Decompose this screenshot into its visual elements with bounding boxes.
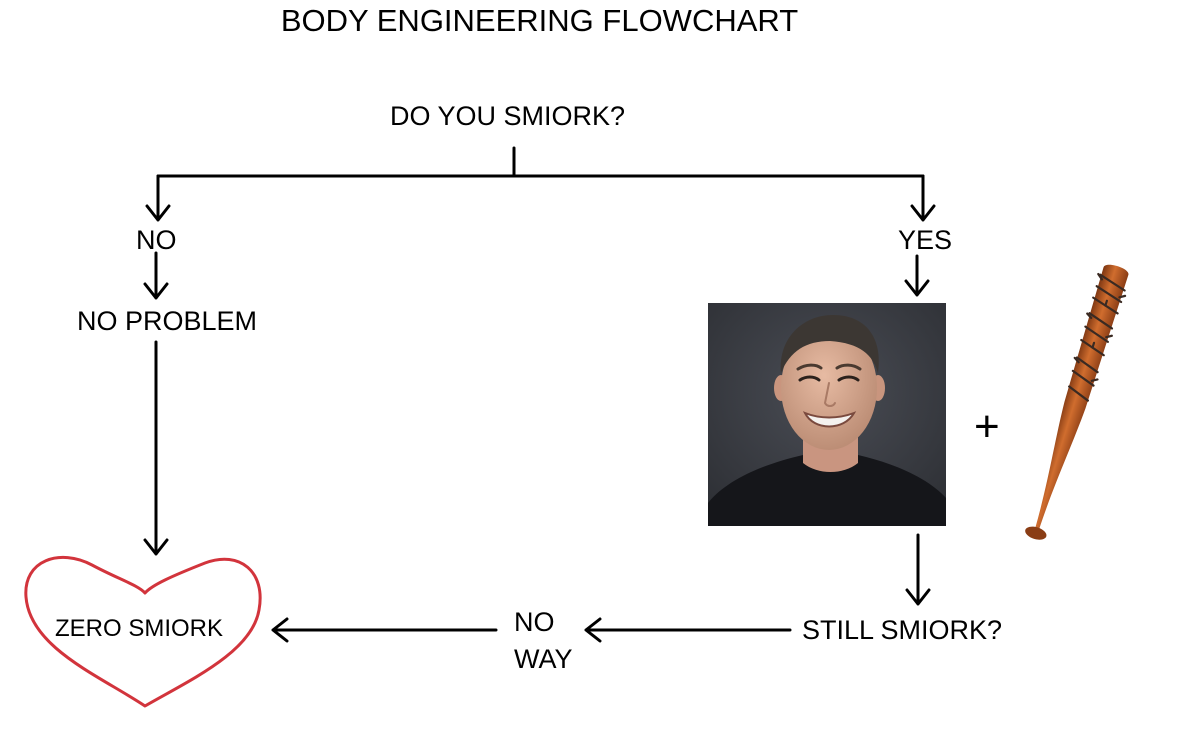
arrow-noway-to-heart [271,617,498,643]
right-eyebrow [835,363,862,371]
left-eyebrow [796,363,823,371]
left-eye [798,375,821,382]
node-no-problem: NO PROBLEM [77,306,258,336]
bat-barrel [1035,264,1129,530]
diagram-title: BODY ENGINEERING FLOWCHART [280,3,799,38]
plus-sign: + [974,402,1000,451]
hair [780,315,879,373]
barbed-wire-3 [1068,356,1099,402]
smile [802,411,857,428]
node-still-smiork: STILL SMIORK? [802,615,1003,645]
heart-shape [24,555,262,708]
arrow-no-to-no-problem [143,251,169,300]
node-no-way-line1: NO [514,607,555,637]
node-zero-smiork: ZERO SMIORK [55,615,224,642]
node-no-way: NO WAY [514,604,594,678]
black-shirt [708,455,946,526]
arrow-yes-to-photo [904,254,930,297]
arrow-photo-to-still [905,533,931,606]
node-no-way-line2: WAY [514,644,573,674]
barbed-wire-bat [1020,255,1130,560]
arrow-to-yes [910,174,936,222]
nose [823,382,836,407]
node-no: NO [136,225,177,255]
right-eye [837,375,860,382]
node-question: DO YOU SMIORK? [390,101,626,131]
node-yes: YES [898,225,953,255]
arrow-still-to-noway [584,617,792,643]
smiling-man-photo [708,303,946,526]
bat-drawing [1025,264,1129,540]
arrow-to-no [145,174,171,222]
barbed-wire-barbs [1073,272,1127,382]
arrow-no-problem-to-heart [143,340,169,556]
smiling-man-drawing [708,303,946,526]
bat-knob [1025,526,1047,540]
